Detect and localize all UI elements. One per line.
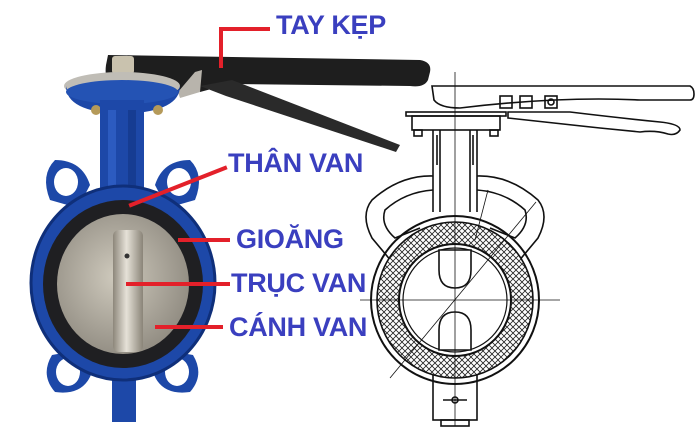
label-body: THÂN VAN <box>228 148 364 178</box>
drawing-handle-top <box>431 85 695 109</box>
label-handle: TAY KẸP <box>276 10 386 40</box>
handle-lever <box>105 55 431 152</box>
leader-body <box>128 165 228 208</box>
label-stem: TRỤC VAN <box>231 268 367 298</box>
valve-stem <box>113 230 143 352</box>
label-seat: GIOĂNG <box>236 224 344 254</box>
valve-technical-drawing <box>365 85 695 427</box>
valve-photo <box>29 55 431 422</box>
hex-bolt-icon <box>112 56 134 74</box>
drawing-axis-lines <box>360 72 560 426</box>
label-disc: CÁNH VAN <box>229 312 368 342</box>
leader-lines <box>126 27 270 329</box>
leader-handle <box>219 27 270 68</box>
